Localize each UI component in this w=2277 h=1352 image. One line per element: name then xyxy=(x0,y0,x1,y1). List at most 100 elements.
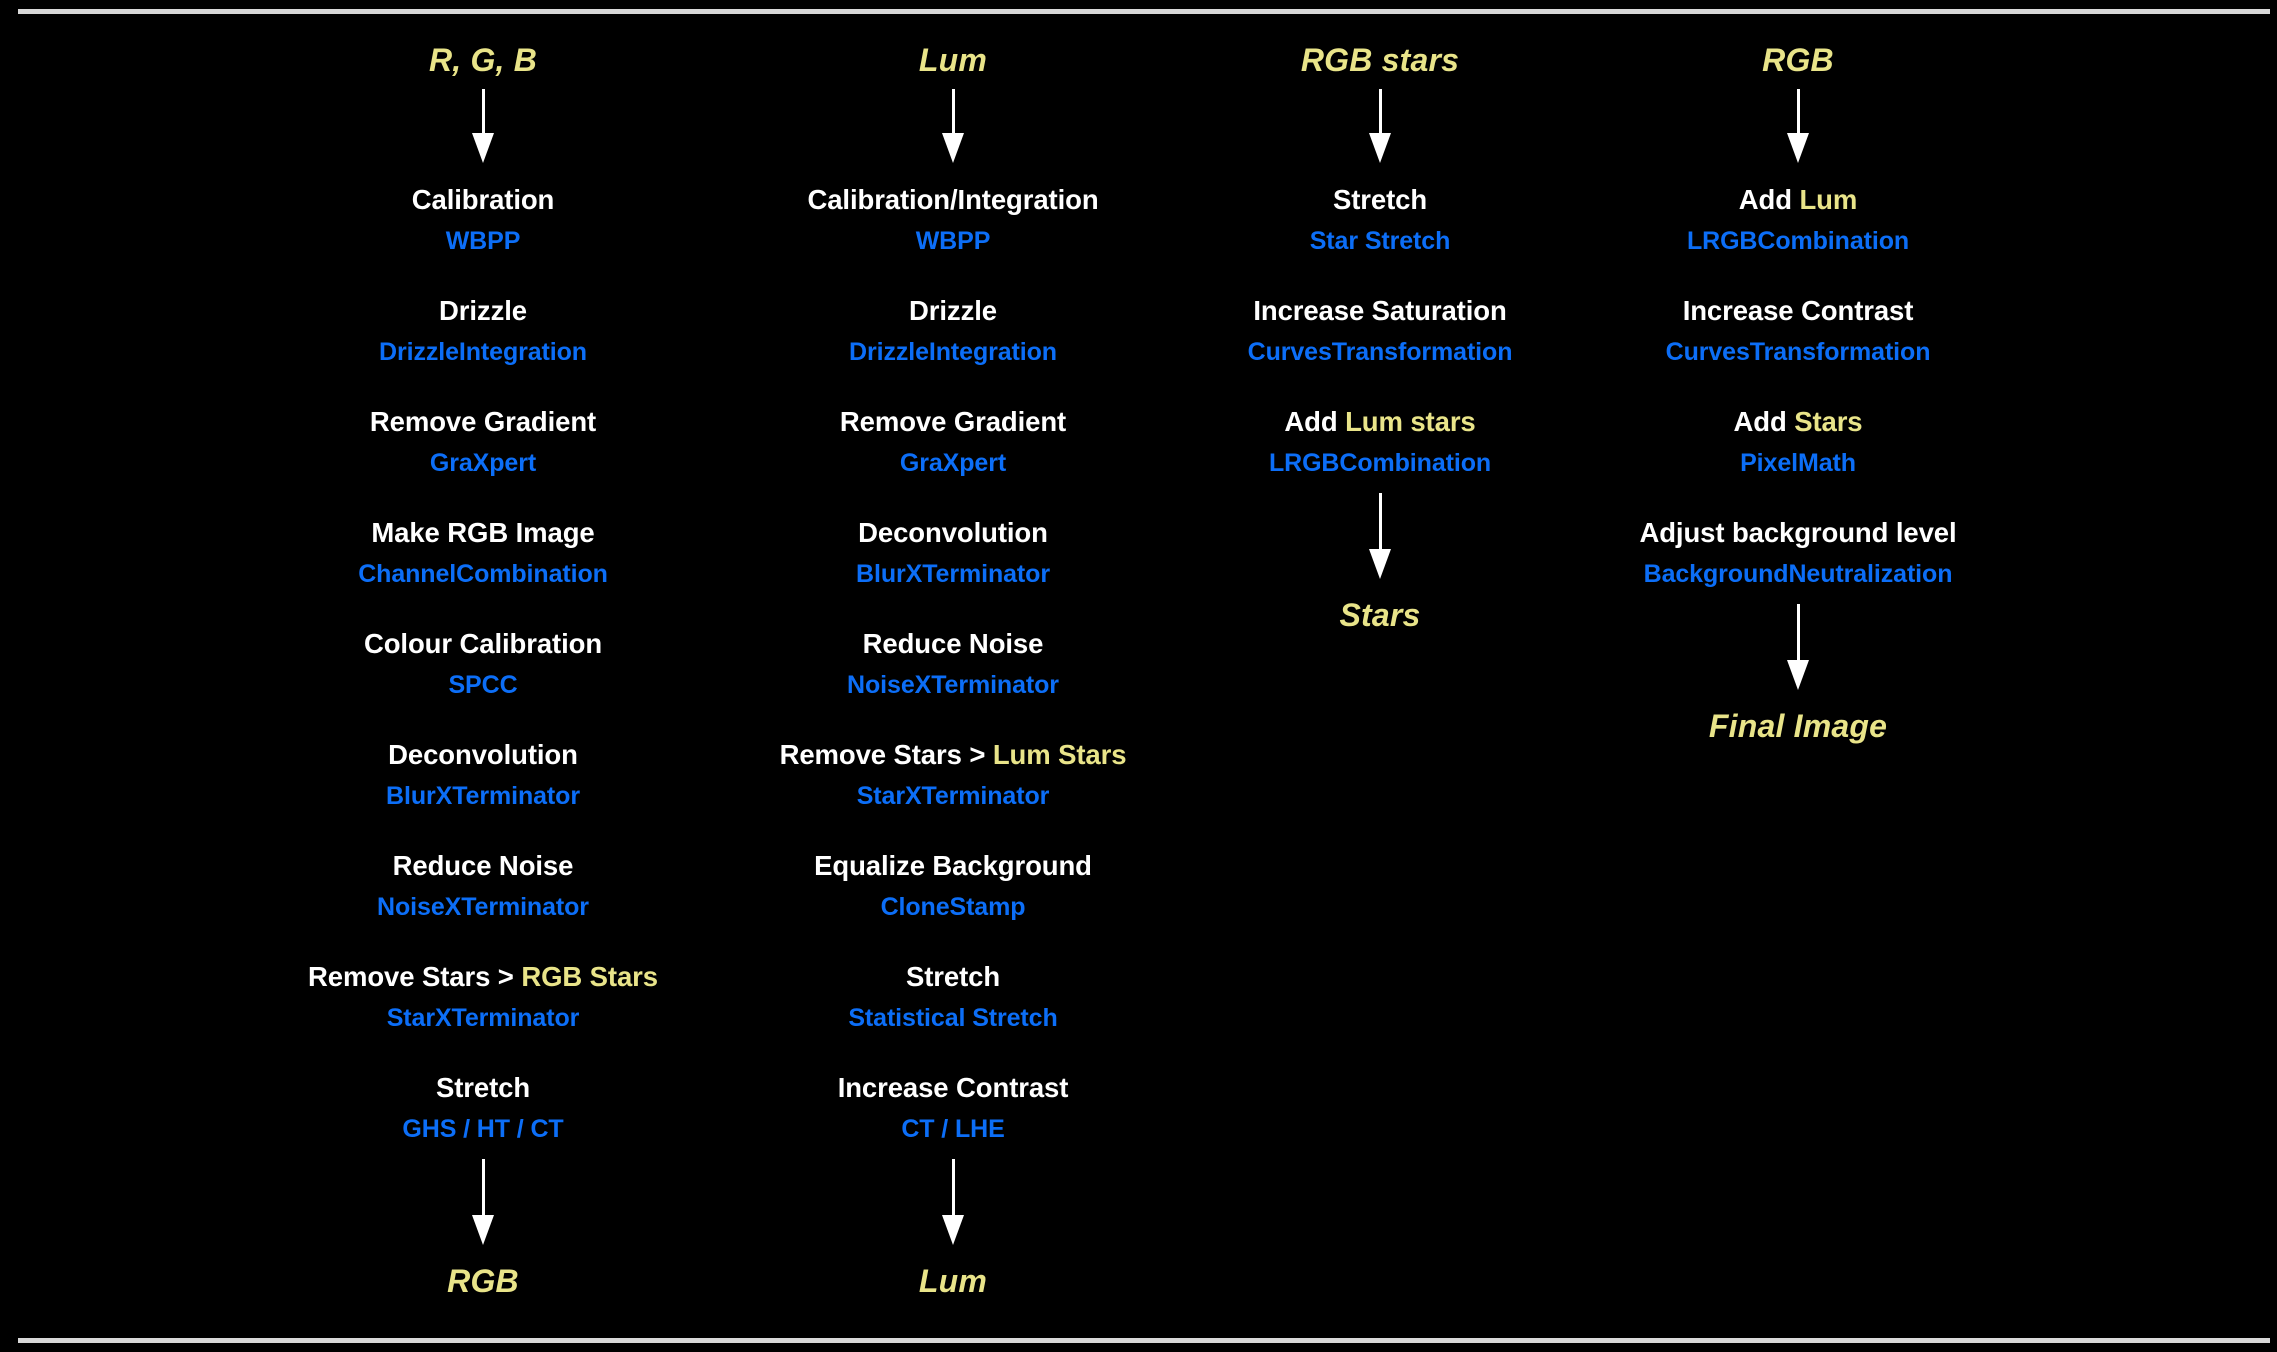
arrow-head-icon xyxy=(942,133,964,163)
step-title-text: Add xyxy=(1733,406,1795,437)
step-title-text: Drizzle xyxy=(439,295,527,326)
step-title: Remove Stars > Lum Stars xyxy=(673,739,1233,771)
step-tool-name: Star Stretch xyxy=(1309,226,1451,255)
workflow-step[interactable]: Increase Contrast CT / LHE xyxy=(673,1072,1233,1143)
step-tool-name: StarXTerminator xyxy=(856,781,1050,810)
step-tool-name: CurvesTransformation xyxy=(1665,337,1931,366)
step-tool-name: BackgroundNeutralization xyxy=(1643,559,1953,588)
arrow-head-icon xyxy=(1787,133,1809,163)
step-title: Drizzle xyxy=(203,295,763,327)
step-tool-name: WBPP xyxy=(915,226,991,255)
flow-arrow xyxy=(1365,89,1395,163)
bottom-frame-line xyxy=(18,1338,2270,1343)
step-title-text: Remove Stars > xyxy=(779,739,993,770)
step-title: Stretch xyxy=(673,961,1233,993)
step-title: Deconvolution xyxy=(203,739,763,771)
step-title-text: Colour Calibration xyxy=(363,628,603,659)
step-tool-name: NoiseXTerminator xyxy=(377,892,589,921)
step-tool-name: Statistical Stretch xyxy=(848,1003,1058,1032)
step-tool-name: LRGBCombination xyxy=(1686,226,1910,255)
step-title-text: Calibration xyxy=(411,184,555,215)
step-tool-name: NoiseXTerminator xyxy=(847,670,1059,699)
step-title-text: Stretch xyxy=(435,1072,531,1103)
step-title-text: Calibration/Integration xyxy=(807,184,1099,215)
arrow-shaft xyxy=(951,1159,955,1217)
step-title: Deconvolution xyxy=(673,517,1233,549)
step-title-text: Drizzle xyxy=(909,295,997,326)
step-title-text: Remove Gradient xyxy=(369,406,597,437)
column-header-luminance: Lum xyxy=(918,42,988,78)
step-tool-name: GraXpert xyxy=(899,448,1007,477)
step-tool-name: DrizzleIntegration xyxy=(849,337,1057,366)
step-title: Make RGB Image xyxy=(203,517,763,549)
step-title-text: Increase Contrast xyxy=(837,1072,1069,1103)
step-tool-name: CT / LHE xyxy=(901,1114,1005,1143)
step-title: Increase Contrast xyxy=(673,1072,1233,1104)
step-title-text: Remove Stars > xyxy=(308,961,522,992)
step-title-highlight: Lum Stars xyxy=(992,739,1127,770)
arrow-head-icon xyxy=(1787,660,1809,690)
step-tool-name: BlurXTerminator xyxy=(386,781,580,810)
arrow-head-icon xyxy=(1369,549,1391,579)
flow-arrow xyxy=(938,89,968,163)
step-tool-name: DrizzleIntegration xyxy=(379,337,587,366)
step-title-text: Remove Gradient xyxy=(839,406,1067,437)
column-header-rgb-combine: RGB xyxy=(1762,42,1834,78)
step-title-highlight: RGB Stars xyxy=(521,961,658,992)
step-tool-name: BlurXTerminator xyxy=(856,559,1050,588)
top-frame-line xyxy=(18,9,2270,14)
column-header-rgb-stars: RGB stars xyxy=(1300,42,1460,78)
flow-arrow xyxy=(938,1159,968,1245)
arrow-head-icon xyxy=(472,133,494,163)
arrow-head-icon xyxy=(1369,133,1391,163)
step-tool-name: CurvesTransformation xyxy=(1247,337,1513,366)
step-title: Adjust background level xyxy=(1518,517,2078,549)
step-title-text: Add xyxy=(1284,406,1346,437)
flow-arrow xyxy=(468,1159,498,1245)
step-title: Add Stars xyxy=(1518,406,2078,438)
step-title-text: Deconvolution xyxy=(858,517,1048,548)
step-tool-name: WBPP xyxy=(445,226,521,255)
step-title: Drizzle xyxy=(673,295,1233,327)
arrow-shaft xyxy=(951,89,955,135)
step-title: Stretch xyxy=(1100,184,1660,216)
step-title-text: Equalize Background xyxy=(814,850,1092,881)
column-footer-rgb-channels: RGB xyxy=(447,1263,519,1299)
flow-arrow xyxy=(1783,89,1813,163)
step-title-highlight: Lum xyxy=(1799,184,1858,215)
step-title: Remove Gradient xyxy=(203,406,763,438)
flow-arrow xyxy=(1783,604,1813,690)
step-title-text: Make RGB Image xyxy=(371,517,595,548)
arrow-shaft xyxy=(481,89,485,135)
step-title: Reduce Noise xyxy=(673,628,1233,660)
step-tool-name: SPCC xyxy=(448,670,518,699)
